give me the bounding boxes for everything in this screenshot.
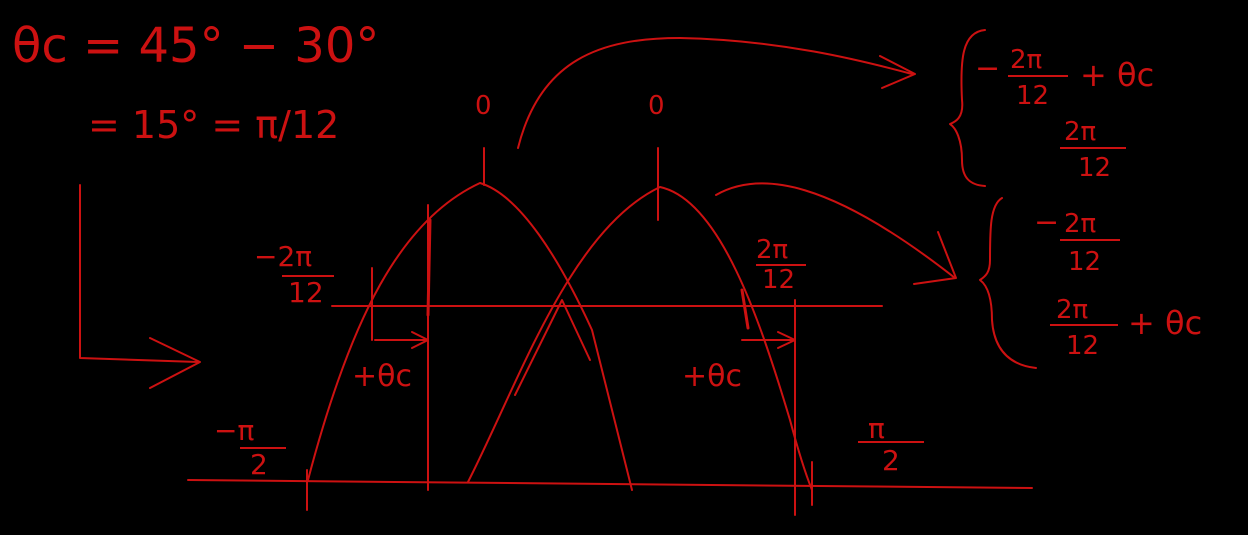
shift-arrow-left: [374, 331, 429, 349]
arc-arrow-bottom: [715, 182, 957, 285]
bracket-bottom-item-2-suffix: + θc: [1128, 304, 1202, 342]
arc-arrow-top: [517, 37, 916, 149]
down-right-arrow: [79, 184, 201, 389]
left-bound-label: −π 2: [214, 414, 286, 481]
equation-theta-c: θc = 45° − 30° = 15° = π/12: [12, 18, 379, 147]
left-bound-denominator: 2: [250, 448, 268, 481]
bracket-bottom: − 2π 12 2π 12 + θc: [979, 197, 1202, 369]
bracket-top-item-1-numerator: 2π: [1010, 45, 1042, 75]
bracket-bottom-item-1-prefix: −: [1034, 205, 1059, 240]
bracket-bottom-item-1-numerator: 2π: [1064, 209, 1096, 239]
left-cut-denominator: 12: [288, 276, 324, 309]
bracket-top: − 2π 12 + θc 2π 12: [949, 29, 1154, 187]
left-bound-numerator: −π: [214, 414, 254, 447]
peak-label-left: 0: [475, 91, 492, 121]
right-cut-numerator: 2π: [756, 235, 788, 265]
bracket-top-item-2-denominator: 12: [1078, 153, 1111, 183]
axes: [187, 147, 1033, 516]
bracket-bottom-item-2-denominator: 12: [1066, 331, 1099, 361]
equation-line-1: θc = 45° − 30°: [12, 18, 379, 74]
crossing-strokes: [514, 299, 591, 396]
bracket-top-item-2-numerator: 2π: [1064, 117, 1096, 147]
right-cut-denominator: 12: [762, 265, 795, 295]
right-bound-label: π 2: [858, 412, 924, 477]
bracket-top-item-1-denominator: 12: [1016, 81, 1049, 111]
left-shift-label: +θc: [352, 359, 412, 394]
left-cut-numerator: −2π: [254, 240, 312, 273]
left-membership-curve: [307, 182, 633, 491]
right-bound-numerator: π: [868, 412, 885, 445]
bracket-top-item-1-suffix: + θc: [1080, 56, 1154, 94]
right-shift-label: +θc: [682, 359, 742, 394]
right-bound-denominator: 2: [882, 444, 900, 477]
bracket-bottom-item-2-numerator: 2π: [1056, 295, 1088, 325]
right-cut-label: 2π 12: [756, 235, 806, 295]
shift-arrow-right: [741, 331, 796, 349]
bracket-top-item-1-prefix: −: [975, 51, 1000, 86]
x-axis-line: [187, 479, 1033, 489]
right-membership-curve: [467, 186, 813, 491]
bracket-bottom-item-1-denominator: 12: [1068, 247, 1101, 277]
equation-line-2: = 15° = π/12: [88, 103, 339, 147]
left-cut-label: −2π 12: [254, 240, 334, 309]
peak-label-right: 0: [648, 91, 665, 121]
